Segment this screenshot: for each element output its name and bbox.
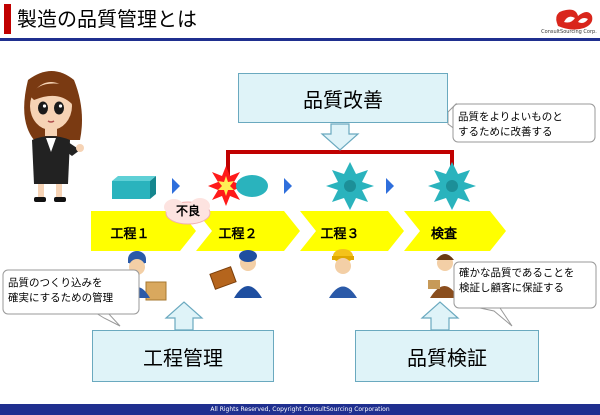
- process-note: 品質のつくり込みを 確実にするための管理: [8, 276, 113, 306]
- worker-icon-4: [428, 254, 458, 298]
- blue-flow-arrow-1: [172, 178, 180, 194]
- verification-note: 確かな品質であることを 検証し顧客に保証する: [459, 266, 574, 296]
- worker-icon-2: [209, 250, 262, 298]
- footer-bar: All Rights Reserved, Copyright ConsultSo…: [0, 404, 600, 415]
- process-note-pointer: [94, 312, 121, 327]
- logo-text: ConsultSourcing Corp.: [541, 29, 597, 35]
- page-title: 製造の品質管理とは: [17, 7, 197, 31]
- defective-part-icon: [236, 175, 268, 197]
- process-flow: [91, 211, 506, 251]
- defect-label: 不良: [175, 204, 200, 218]
- step-label-inspection: 検査: [430, 227, 457, 242]
- feedback-line: [226, 150, 454, 176]
- process-up-arrow: [164, 301, 204, 331]
- improvement-note-line-2: するために改善する: [458, 126, 553, 138]
- step-label-2: 工程２: [218, 227, 258, 242]
- process-control-box: 工程管理: [92, 330, 274, 382]
- title-bar: 製造の品質管理とは ConsultSourcing Corp.: [0, 0, 600, 41]
- quality-improvement-box: 品質改善: [238, 73, 448, 123]
- finished-part-icon: [428, 162, 476, 210]
- gear-part-icon: [326, 162, 374, 210]
- quality-verification-box: 品質検証: [355, 330, 539, 382]
- improve-note-bubble: [452, 103, 596, 143]
- verify-note-bubble: [453, 261, 597, 309]
- cloud-icon: [164, 198, 211, 225]
- process-note-line-1: 品質のつくり込みを: [8, 277, 103, 289]
- raw-material-part-icon: [112, 176, 156, 199]
- blue-flow-arrow-3: [386, 178, 394, 194]
- verify-up-arrow: [420, 301, 460, 331]
- verification-note-line-1: 確かな品質であることを: [459, 267, 575, 279]
- defect-burst-icon: [208, 166, 244, 206]
- improvement-note-line-1: 品質をよりよいものと: [458, 111, 563, 123]
- woman-presenter-icon: [24, 71, 84, 202]
- process-note-bubble: [2, 269, 140, 315]
- verification-note-line-2: 検証し顧客に保証する: [459, 282, 564, 294]
- verify-note-pointer: [479, 307, 513, 327]
- title-accent-bar: [4, 4, 11, 34]
- worker-icon-3: [329, 249, 357, 298]
- title-rule: [0, 38, 600, 41]
- improve-down-arrow: [320, 123, 360, 151]
- step-label-3: 工程３: [320, 227, 360, 242]
- process-note-line-2: 確実にするための管理: [8, 292, 114, 304]
- step-label-1: 工程１: [110, 227, 150, 242]
- improvement-note: 品質をよりよいものと するために改善する: [458, 110, 563, 140]
- company-logo-icon: [556, 9, 593, 30]
- copyright-text: All Rights Reserved, Copyright ConsultSo…: [210, 406, 390, 413]
- blue-flow-arrow-2: [284, 178, 292, 194]
